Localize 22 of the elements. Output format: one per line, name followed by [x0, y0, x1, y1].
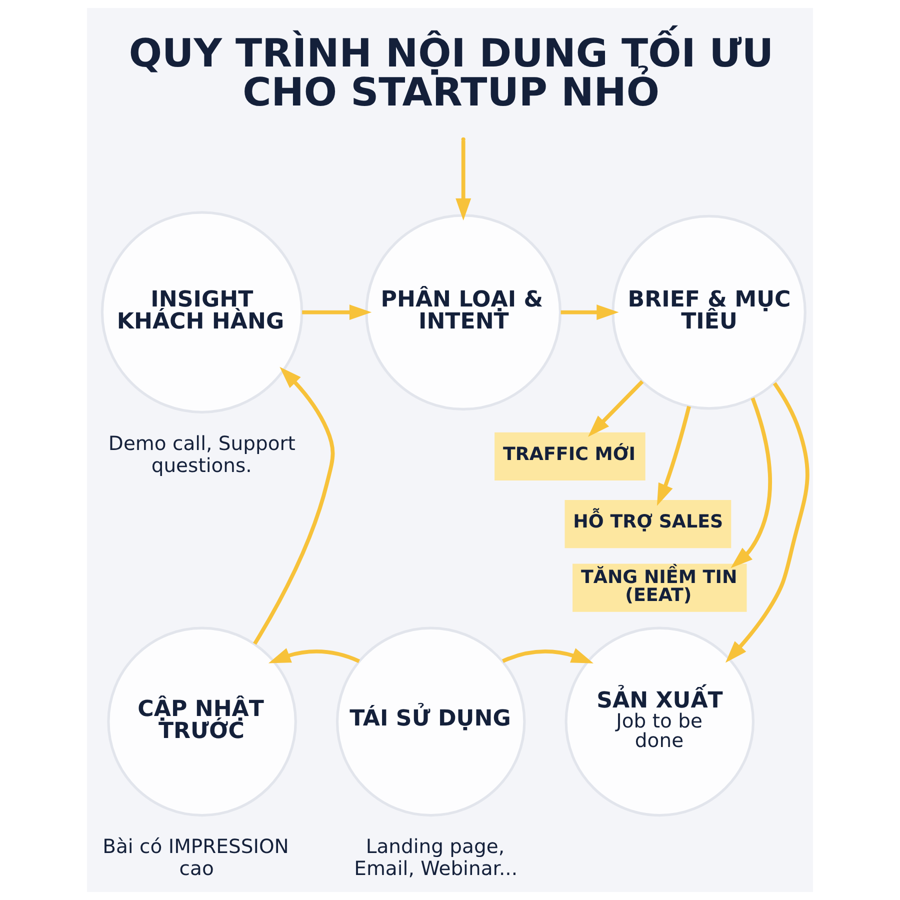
node-circle: PHÂN LOẠI & INTENT [365, 214, 562, 411]
node-label: Bài có IMPRESSION cao [102, 834, 289, 880]
node-circle: CẬP NHẬT TRƯỚC [107, 626, 297, 817]
arrow [502, 648, 594, 664]
node-circle: INSIGHT KHÁCH HÀNG [100, 211, 304, 414]
node-circle: BRIEF & MỤC TIÊU [612, 214, 806, 410]
arrow [656, 406, 691, 506]
arrow [725, 382, 810, 663]
arrow [560, 304, 619, 320]
arrow [253, 366, 335, 645]
node-box: TRAFFIC MỚI [494, 432, 646, 481]
node-circle: SẢN XUẤT Job to be done [564, 626, 755, 817]
node-circle: TÁI SỬ DỤNG [336, 626, 526, 817]
node-label: Landing page, Email, Webinar... [354, 834, 518, 880]
arrow [730, 397, 772, 568]
node-box: TĂNG NIỀM TIN (EEAT) [572, 564, 747, 612]
arrow [456, 140, 472, 221]
node-box: HỖ TRỢ SALES [564, 500, 732, 548]
arrow [588, 380, 644, 437]
arrow [302, 304, 372, 320]
node-label: Demo call, Support questions. [108, 432, 296, 478]
arrow [268, 648, 360, 664]
